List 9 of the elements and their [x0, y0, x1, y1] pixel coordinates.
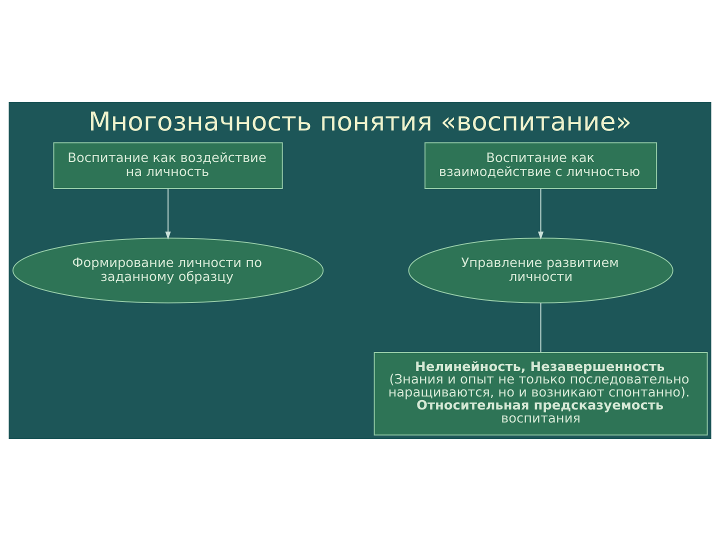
node-box: Воспитание как воздействие на личность: [53, 142, 283, 188]
diagram-title: Многозначность понятия «воспитание»: [88, 107, 632, 138]
connector: [540, 302, 542, 352]
arrow: [538, 188, 544, 240]
node-box: Нелинейность, Незавершенность (Знания и опыт не только последовательно наращиваются, но и возникают спонтанно). Относительная предсказуемость воспитания: [374, 352, 708, 436]
node-box: Воспитание как взаимодействие с личностью: [424, 142, 658, 188]
node-ellipse: Формирование личности по заданному образцу: [12, 237, 324, 303]
node-ellipse: Управление развитием личности: [408, 237, 674, 303]
arrow: [165, 188, 171, 240]
